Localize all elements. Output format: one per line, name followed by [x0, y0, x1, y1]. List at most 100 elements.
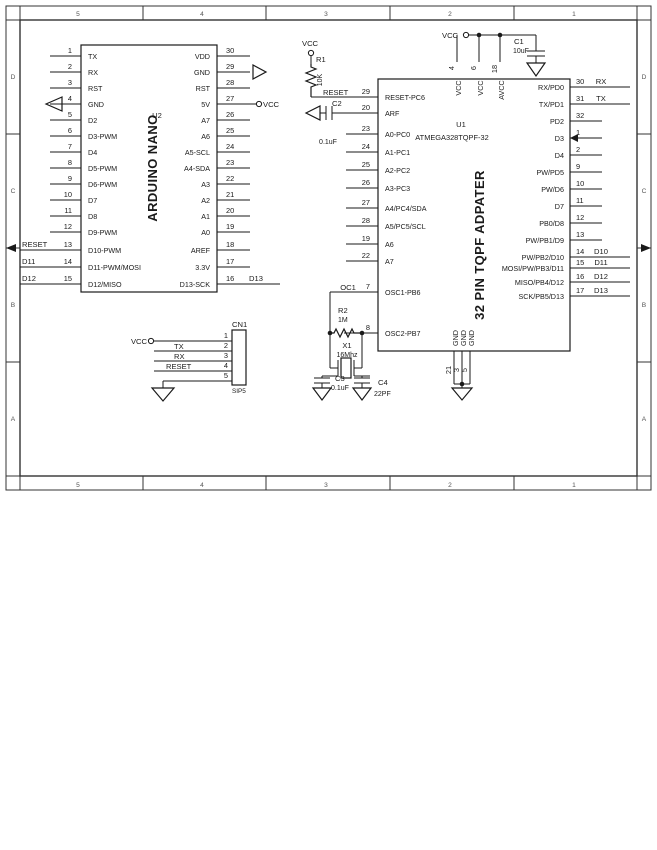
cn1-pin-1[interactable]: VCC 1 [131, 331, 232, 346]
mcu-pin-1[interactable]: 1 D3 [555, 128, 602, 143]
mcu-pin-19[interactable]: 19 A6 [346, 234, 394, 249]
nano-pin-28[interactable]: 28 RST [196, 78, 250, 93]
nano-pin-10-num: 10 [64, 190, 72, 199]
zone-bottom-4: 4 [200, 482, 204, 489]
c1-refdes: C1 [514, 37, 524, 46]
mcu-pin-7[interactable]: 7 OSC1-PB6 OC1 [330, 282, 421, 297]
nano-pin-2[interactable]: 2 RX [50, 62, 98, 77]
nano-pin-16[interactable]: 16 D13-SCK D13 [180, 274, 280, 289]
mcu-pin-17[interactable]: 17 SCK/PB5/D13 D13 [518, 286, 630, 301]
nano-pin-25[interactable]: 25 A6 [201, 126, 250, 141]
junction-dot [497, 32, 503, 38]
cn1-connector-block[interactable]: CN1 SIP5 VCC 1 TX 2 RX 3 RESET 4 5 [131, 320, 247, 402]
mcu-left-pins: 29 RESET-PC6 20 ARF 23 A0-PC0 24 A1-PC1 … [330, 87, 427, 338]
mcu-pin-10[interactable]: 10 PW/D6 [541, 179, 602, 194]
nano-pin-28-label: RST [196, 84, 211, 93]
mcu-pin-2[interactable]: 2 D4 [555, 145, 602, 160]
mcu-pin-12[interactable]: 12 PB0/D8 [539, 213, 602, 228]
arduino-nano-block[interactable]: ARDUINO NANO U2 1 TX 2 RX 3 RST [20, 44, 280, 293]
mcu-pin-32[interactable]: 32 PD2 [550, 111, 602, 126]
mcu-pin-26-label: A3-PC3 [385, 184, 410, 193]
nano-pin-3-num: 3 [68, 78, 72, 87]
nano-pin-19[interactable]: 19 A0 [201, 222, 250, 237]
mcu-pin-8[interactable]: 8 OSC2-PB7 [344, 323, 421, 338]
nano-pin-26[interactable]: 26 A7 [201, 110, 250, 125]
mcu-pin-14[interactable]: 14 PW/PB2/D10 D10 [522, 247, 630, 262]
nano-pin-30-num: 30 [226, 46, 234, 55]
nano-pin-19-label: A0 [201, 228, 210, 237]
net-label-tx-cn1: TX [174, 342, 184, 351]
mcu-refdes: U1 [456, 120, 466, 129]
nano-pin-14[interactable]: 14 D11-PWM/MOSI D11 [20, 257, 141, 272]
nano-pin-13-num: 13 [64, 240, 72, 249]
vcc-label-reset: VCC [302, 39, 319, 48]
nano-pin-12-label: D9-PWM [88, 228, 117, 237]
nano-pin-15[interactable]: 15 D12/MISO D12 [20, 274, 122, 289]
mcu-pin-29[interactable]: 29 RESET-PC6 [346, 87, 425, 102]
mcu-pin-11[interactable]: 11 D7 [555, 196, 602, 211]
mcu-gnd-symbol-icon [450, 387, 474, 401]
atmega328-block[interactable]: U1 ATMEGA328TQPF-32 32 PIN TQPF ADPATER … [330, 77, 630, 401]
mcu-title: 32 PIN TQPF ADPATER [472, 170, 487, 320]
nano-pin-3[interactable]: 3 RST [50, 78, 103, 93]
nano-pin-5[interactable]: 5 D2 [50, 110, 97, 125]
cn1-pin-4[interactable]: RESET 4 [154, 361, 232, 372]
nano-title: ARDUINO NANO [145, 114, 160, 221]
nano-pin-30[interactable]: 30 VDD [195, 46, 250, 61]
nano-pin-17[interactable]: 17 3.3V [195, 257, 250, 272]
nano-pin-14-label: D11-PWM/MOSI [88, 263, 141, 272]
mcu-pin-20[interactable]: 20 ARF [346, 103, 400, 118]
mcu-pin-9-label: PW/PD5 [536, 168, 564, 177]
nano-pin-15-num: 15 [64, 274, 72, 283]
x1-value: 16Mhz [336, 352, 358, 359]
nano-pin-10[interactable]: 10 D7 [50, 190, 97, 205]
mcu-pin-23[interactable]: 23 A0-PC0 [346, 124, 410, 139]
zone-bottom-2: 2 [448, 482, 452, 489]
mcu-pin-26[interactable]: 26 A3-PC3 [346, 178, 410, 193]
mcu-gnd-pins[interactable]: GND GND GND 21 3 5 [444, 330, 476, 401]
nano-pin-14-num: 14 [64, 257, 72, 266]
mcu-pin-16[interactable]: 16 MISO/PB4/D12 D12 [515, 272, 630, 287]
nano-pin-22[interactable]: 22 A3 [201, 174, 250, 189]
r1-refdes: R1 [316, 55, 326, 64]
nano-pin-27[interactable]: 27 5V VCC [201, 94, 279, 109]
zone-right-D: D [642, 74, 647, 81]
nano-pin-29[interactable]: 29 GND [194, 62, 268, 81]
nano-pin-8[interactable]: 8 D5-PWM [50, 158, 117, 173]
nano-pin-13[interactable]: 13 D10-PWM RESET [20, 240, 121, 255]
nano-pin-12[interactable]: 12 D9-PWM [50, 222, 117, 237]
mcu-pin-22-num: 22 [362, 251, 370, 260]
vcc-rail-c1[interactable]: VCC C1 10uF VCC VCC AVCC 4 6 18 [442, 31, 547, 100]
nano-pin-6[interactable]: 6 D3-PWM [50, 126, 117, 141]
nano-pin-7[interactable]: 7 D4 [50, 142, 97, 157]
nano-pin-20[interactable]: 20 A1 [201, 206, 250, 221]
mcu-pin-22[interactable]: 22 A7 [346, 251, 394, 266]
cn1-pin-3-num: 3 [224, 351, 228, 360]
nano-pin-11-label: D8 [88, 212, 97, 221]
x1-crystal-symbol [340, 357, 352, 379]
reset-network[interactable]: VCC R1 10K RESET C2 0.1uF [302, 39, 372, 146]
nano-pin-1[interactable]: 1 TX [50, 46, 97, 61]
nano-pin-24[interactable]: 24 A5-SCL [185, 142, 250, 157]
cn1-pin-2[interactable]: TX 2 [154, 341, 232, 352]
nano-pin-9[interactable]: 9 D6-PWM [50, 174, 117, 189]
cn1-pin-5[interactable]: 5 [150, 371, 232, 402]
nano-pin-11[interactable]: 11 D8 [50, 206, 97, 221]
mcu-pin-9[interactable]: 9 PW/PD5 [536, 162, 602, 177]
mcu-pin-31[interactable]: 31 TX/PD1 TX [539, 94, 630, 109]
mcu-pin-25[interactable]: 25 A2-PC2 [346, 160, 410, 175]
nano-pin-4[interactable]: 4 GND [44, 94, 104, 112]
mcu-pin-27[interactable]: 27 A4/PC4/SDA [346, 198, 427, 213]
nano-pin-21[interactable]: 21 A2 [201, 190, 250, 205]
mcu-pin-28[interactable]: 28 A5/PC5/SCL [346, 216, 426, 231]
mcu-pin-15[interactable]: 15 MOSI/PW/PB3/D11 D11 [502, 258, 630, 273]
nano-pin-23[interactable]: 23 A4-SDA [184, 158, 250, 173]
cn1-pin-3[interactable]: RX 3 [154, 351, 232, 362]
crystal-oscillator-network[interactable]: R2 1M X1 16Mhz C3 0.1uF C4 22PF [311, 292, 391, 401]
mcu-pin-13[interactable]: 13 PW/PB1/D9 [526, 230, 602, 245]
nano-pin-18[interactable]: 18 AREF [191, 240, 250, 255]
c1-gnd-symbol-icon [525, 62, 547, 78]
mcu-pin-30[interactable]: 30 RX/PD0 RX [538, 77, 630, 92]
net-label-oc1: OC1 [340, 283, 356, 292]
mcu-pin-24[interactable]: 24 A1-PC1 [346, 142, 410, 157]
